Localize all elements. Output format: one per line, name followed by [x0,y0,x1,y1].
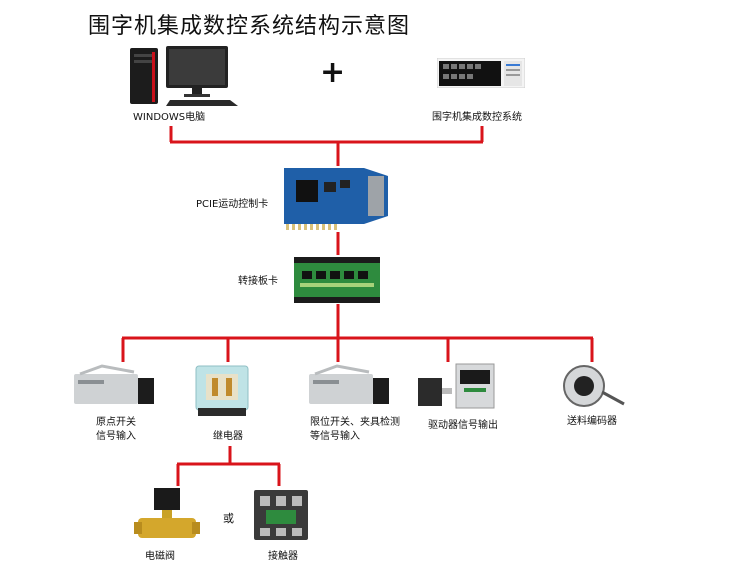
limit-switch-icon [309,364,389,404]
solenoid-valve-icon [134,488,200,538]
adapter-label: 转接板卡 [238,276,278,287]
wire-group [121,126,594,486]
encoder-label: 送料编码器 [567,416,617,427]
pcie-label: PCIE运动控制卡 [196,199,269,210]
plus-sign: + [320,55,346,90]
pc-label: WINDOWS电脑 [133,112,206,123]
origin-switch-label-1: 原点开关 [96,417,136,428]
relay-label: 继电器 [213,431,243,442]
limit-switch-label-1: 限位开关、夹具检测 [310,417,400,428]
limit-switch-label-2: 等信号输入 [310,431,360,442]
software-label: 围字机集成数控系统 [432,112,522,123]
software-screenshot-icon [437,58,525,88]
microswitch-icon [74,364,154,404]
solenoid-label: 电磁阀 [145,551,175,562]
contactor-label: 接触器 [268,551,298,562]
or-label: 或 [223,512,234,525]
computer-icon [130,46,238,106]
diagram-title: 围字机集成数控系统结构示意图 [88,14,411,39]
contactor-icon [254,490,308,540]
driver-label: 驱动器信号输出 [428,420,498,431]
origin-switch-label-2: 信号输入 [96,431,136,442]
encoder-icon [563,365,625,407]
servo-driver-icon [418,363,495,409]
adapter-board-icon [294,257,380,303]
relay-icon [195,365,249,416]
pcie-card-icon [284,168,388,230]
